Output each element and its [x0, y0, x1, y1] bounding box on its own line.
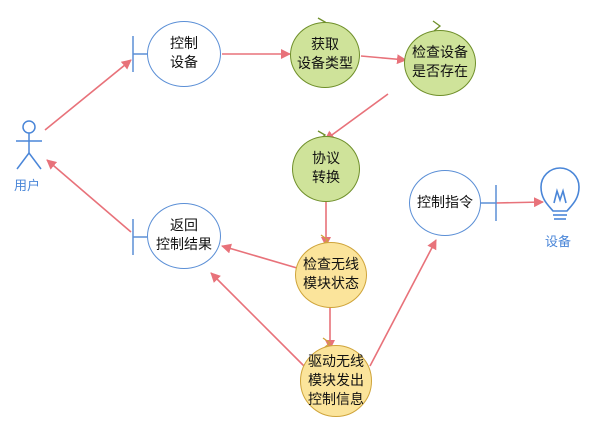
- actor-label: 用户: [14, 179, 41, 194]
- device-label: 设备: [545, 235, 572, 250]
- boundary-markers: [132, 36, 497, 255]
- arrow-user-to-control-device: [44, 59, 132, 131]
- node-control-command: 控制指令: [409, 170, 481, 236]
- light-bulb-icon: [540, 167, 580, 220]
- arrow-drive-to-return: [210, 272, 309, 371]
- node-check-device-exists: 检查设备 是否存在: [404, 30, 476, 96]
- node-drive-wireless-send: 驱动无线 模块发出 控制信息: [300, 345, 372, 417]
- arrow-command-to-device: [495, 197, 544, 208]
- node-get-device-type: 获取 设备类型: [290, 22, 360, 88]
- node-protocol-convert: 协议 转换: [292, 136, 360, 202]
- arrow-return-to-user: [46, 159, 132, 233]
- arrow-check-exists-to-protocol: [324, 93, 389, 141]
- node-check-wireless-status: 检查无线 模块状态: [295, 242, 367, 308]
- arrow-get-type-to-check-exists: [360, 54, 407, 65]
- arrow-drive-to-control-command: [369, 239, 437, 367]
- node-control-device: 控制 设备: [147, 21, 221, 87]
- arrow-check-wireless-to-return: [221, 243, 298, 269]
- node-return-result: 返回 控制结果: [147, 203, 221, 269]
- stick-figure-icon: [16, 120, 42, 170]
